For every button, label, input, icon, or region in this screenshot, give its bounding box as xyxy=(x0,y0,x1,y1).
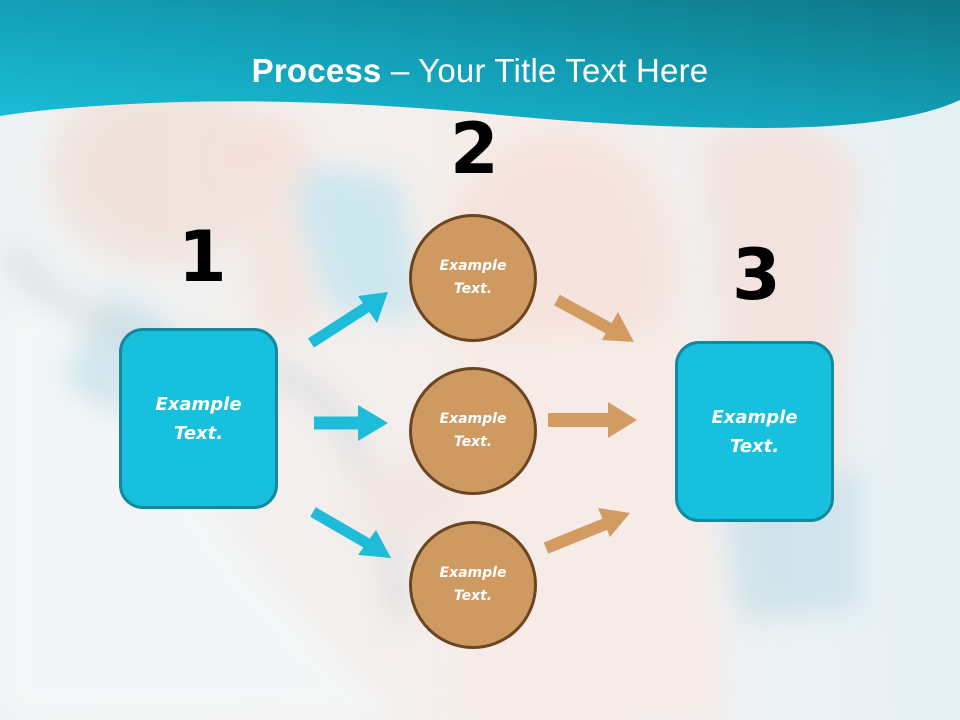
step-1-box[interactable]: Example Text. xyxy=(119,328,278,509)
step-number-3: 3 xyxy=(732,234,781,316)
step-2-circle-3[interactable]: Example Text. xyxy=(409,521,537,649)
slide-title: Process – Your Title Text Here xyxy=(0,52,960,90)
header-band xyxy=(0,0,960,128)
arrow-up-right-icon xyxy=(308,292,388,348)
arrow-right-icon xyxy=(548,402,637,438)
circle-2-label: Example Text. xyxy=(439,411,507,450)
step-2-circle-2[interactable]: Example Text. xyxy=(409,367,537,495)
step-number-2: 2 xyxy=(450,108,499,190)
step-3-label: Example Text. xyxy=(711,406,798,457)
title-bold: Process xyxy=(251,52,382,89)
arrow-right-icon xyxy=(314,405,388,441)
circle-3-label: Example Text. xyxy=(439,565,507,604)
step-number-1: 1 xyxy=(178,216,227,298)
arrow-down-right-icon xyxy=(554,294,634,342)
step-2-circle-1[interactable]: Example Text. xyxy=(409,214,537,342)
arrow-up-right-icon xyxy=(543,508,630,554)
step-1-label: Example Text. xyxy=(155,393,242,444)
circle-1-label: Example Text. xyxy=(439,258,507,297)
step-3-box[interactable]: Example Text. xyxy=(675,341,834,522)
arrow-down-right-icon xyxy=(310,507,391,558)
title-rest: – Your Title Text Here xyxy=(381,52,709,89)
